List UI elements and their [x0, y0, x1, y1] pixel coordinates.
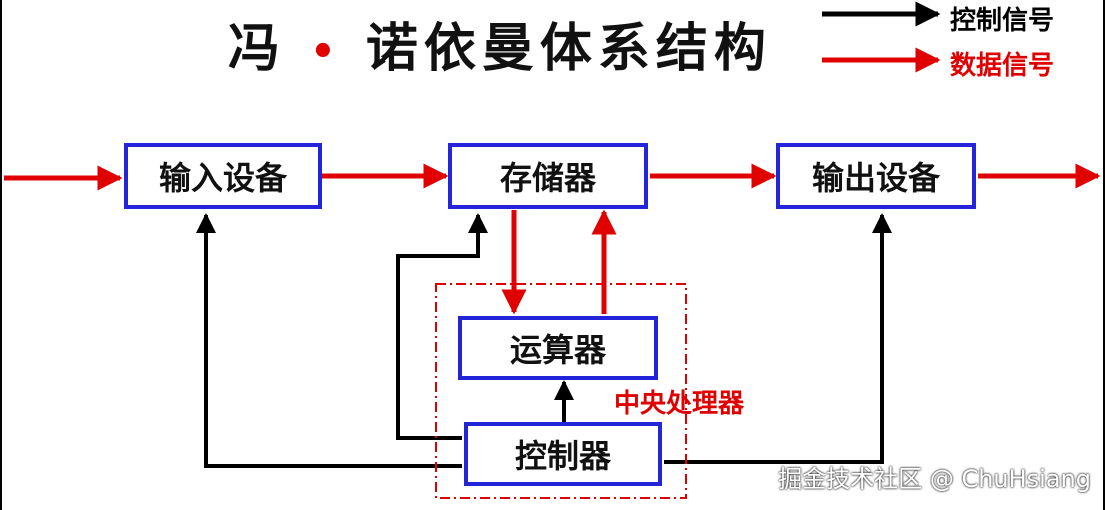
alu-box: 运算器 — [458, 316, 658, 380]
title-part-1: 冯 — [228, 19, 287, 79]
cpu-boundary — [435, 283, 687, 499]
control-arrow-controller-to-output — [664, 213, 892, 464]
output-device-label: 输出设备 — [811, 159, 940, 197]
title-dot: • — [310, 29, 342, 75]
alu-label: 运算器 — [509, 331, 606, 369]
memory-label: 存储器 — [499, 159, 596, 197]
control-arrow-controller-to-input — [196, 213, 462, 468]
memory-box: 存储器 — [448, 143, 648, 209]
control-arrow-controller-to-memory — [396, 213, 488, 440]
legend-control-label: 控制信号 — [950, 6, 1055, 36]
input-device-box: 输入设备 — [124, 143, 322, 209]
title-part-2: 诺依曼体系结构 — [365, 19, 772, 79]
legend-data-label: 数据信号 — [950, 51, 1055, 81]
watermark: 掘金技术社区 @ ChuHsiang — [778, 465, 1091, 493]
controller-box: 控制器 — [464, 422, 662, 486]
cpu-label: 中央处理器 — [614, 389, 745, 419]
output-device-box: 输出设备 — [776, 143, 976, 209]
input-device-label: 输入设备 — [158, 159, 287, 197]
diagram-title: 冯 • 诺依曼体系结构 — [228, 6, 772, 81]
controller-label: 控制器 — [514, 437, 611, 475]
